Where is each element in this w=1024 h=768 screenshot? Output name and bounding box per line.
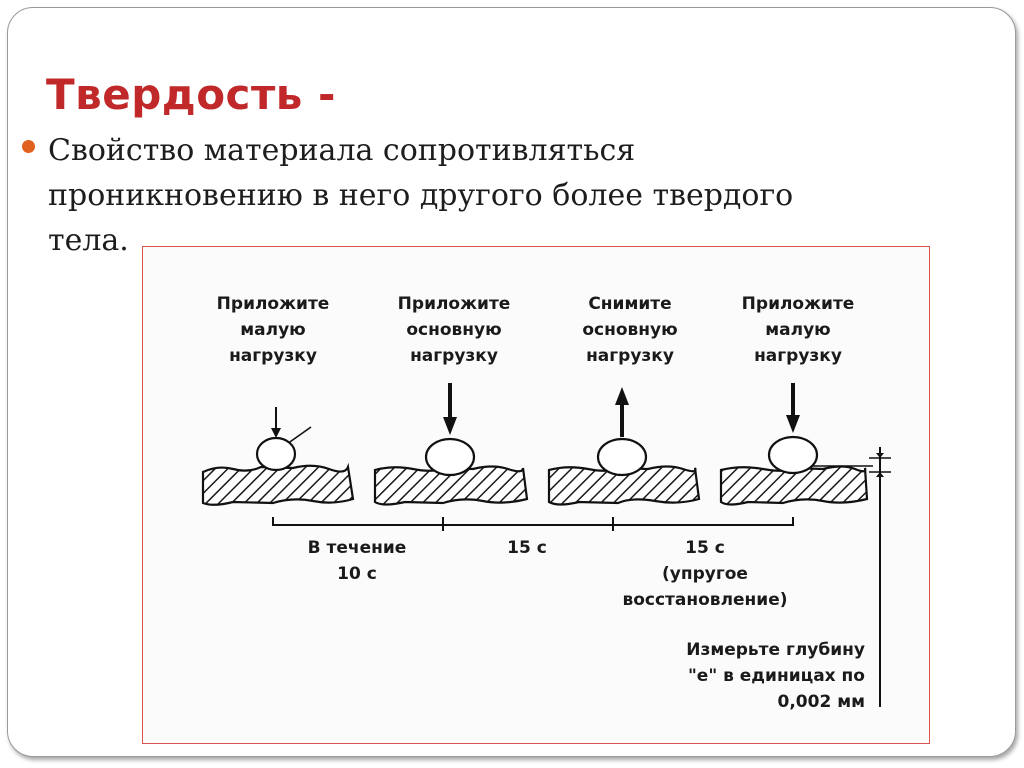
indenter-ball (255, 436, 297, 472)
timeline-braces (272, 517, 794, 531)
specimen-block (547, 465, 701, 506)
indenter-pointer (286, 426, 312, 445)
step-1: Приложите малую нагрузку (201, 294, 355, 506)
step-3-label-line: Снимите (588, 294, 671, 314)
arrow-down-small-icon (271, 407, 281, 438)
step-4: Приложите малую нагрузку (719, 294, 873, 506)
diagram-canvas: Приложите малую нагрузку Приложите основ… (201, 294, 891, 712)
bullet-dot-icon (22, 140, 35, 153)
step-4-label-line: Приложите (742, 294, 855, 314)
duration-1-line: 10 с (337, 564, 377, 584)
indenter-ball (596, 437, 648, 477)
specimen-block (201, 462, 355, 506)
specimen-block (719, 465, 869, 506)
bullet-line: тела. (48, 223, 129, 258)
bullet-line: Свойство материала сопротивляться (48, 133, 636, 168)
duration-3-line: 15 с (685, 538, 725, 558)
hardness-test-diagram: Приложите малую нагрузку Приложите основ… (142, 246, 930, 744)
step-1-label-line: малую (240, 320, 305, 340)
step-2-label-line: нагрузку (410, 346, 498, 366)
arrow-down-large-icon (443, 383, 457, 435)
measure-line: "е" в единицах по (688, 666, 865, 686)
step-3-label-line: основную (582, 320, 677, 340)
specimen-block (373, 465, 529, 506)
duration-2-line: 15 с (507, 538, 547, 558)
duration-3-line: (упругое (662, 564, 748, 584)
arrow-down-large-icon (786, 383, 800, 433)
duration-3-line: восстановление) (622, 590, 787, 610)
step-1-label-line: нагрузку (229, 346, 317, 366)
step-1-label-line: Приложите (217, 294, 330, 314)
step-4-label-line: малую (765, 320, 830, 340)
indenter-ball (424, 437, 476, 477)
indenter-ball (767, 435, 819, 475)
measure-line: Измерьте глубину (686, 640, 865, 660)
bullet-line: проникновению в него другого более тверд… (48, 178, 794, 213)
step-3: Снимите основную нагрузку (547, 294, 701, 506)
measure-line: 0,002 мм (778, 692, 865, 712)
step-3-label-line: нагрузку (586, 346, 674, 366)
step-2: Приложите основную нагрузку (373, 294, 529, 506)
arrow-up-large-icon (615, 387, 629, 437)
duration-1-line: В течение (308, 538, 407, 558)
step-2-label-line: Приложите (398, 294, 511, 314)
slide-title: Твердость - (46, 70, 336, 119)
step-2-label-line: основную (406, 320, 501, 340)
depth-marker (869, 447, 891, 707)
step-4-label-line: нагрузку (754, 346, 842, 366)
bullet-text: Свойство материала сопротивляться проник… (48, 128, 868, 263)
